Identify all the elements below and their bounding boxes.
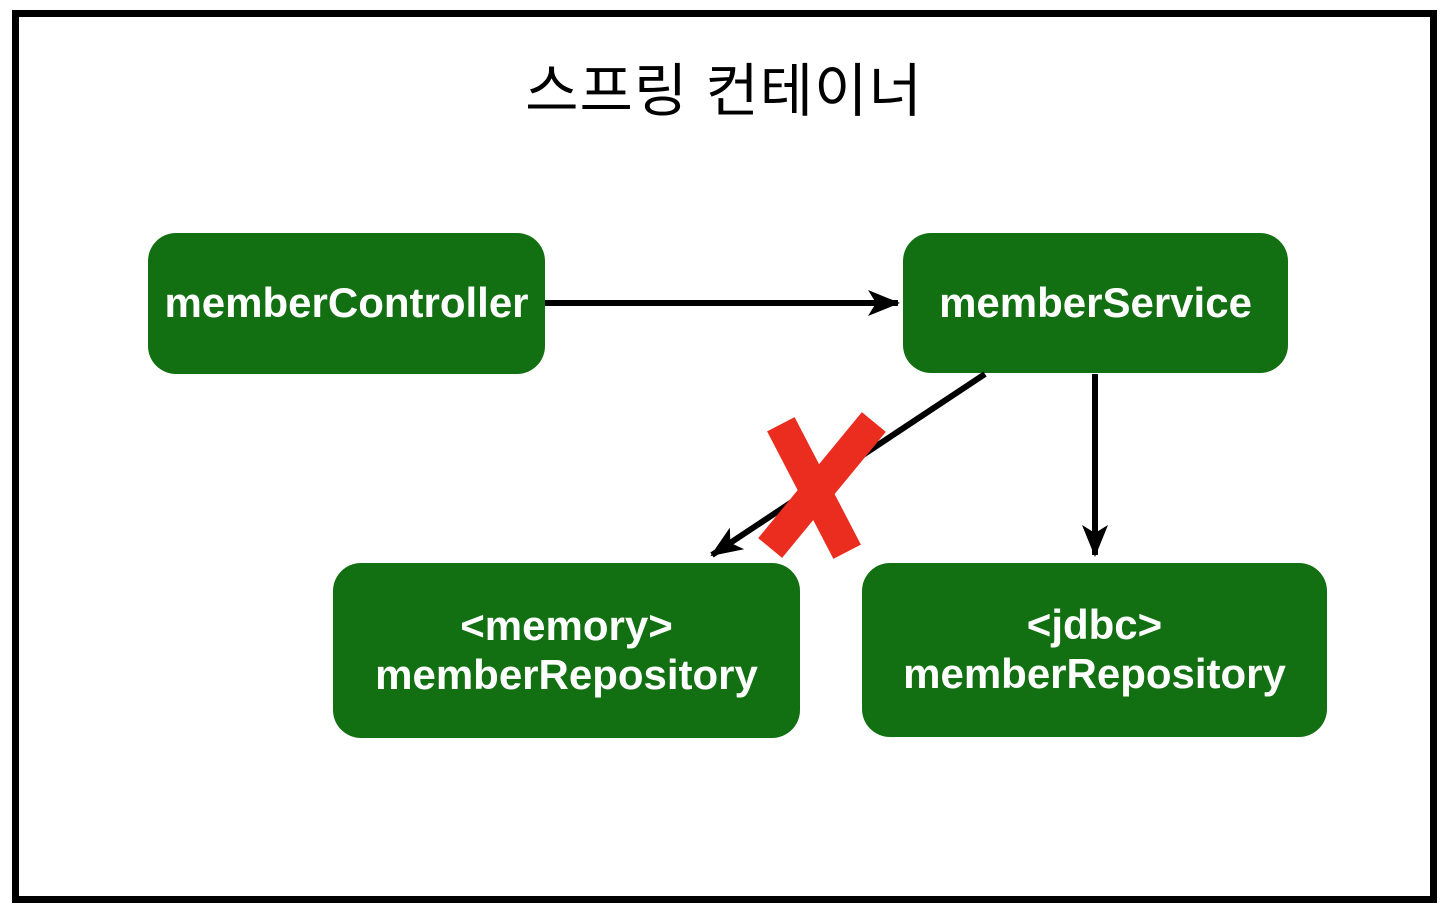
node-jdbc-member-repository-label: memberRepository (903, 650, 1286, 697)
node-member-controller-label: memberController (164, 279, 529, 327)
spring-container-title: 스프링 컨테이너 (525, 59, 923, 124)
node-memory-member-repository-stereotype: <memory> (460, 601, 673, 649)
node-member-service-label: memberService (939, 278, 1252, 326)
node-jdbc-member-repository: <jdbc> memberRepository (862, 563, 1327, 737)
node-memory-member-repository-label: memberRepository (375, 650, 758, 698)
node-jdbc-member-repository-stereotype: <jdbc> (1026, 601, 1163, 649)
spring-container-frame (12, 10, 1437, 903)
node-member-controller: memberController (148, 233, 545, 374)
node-memory-member-repository: <memory> memberRepository (333, 563, 800, 738)
node-member-service: memberService (903, 233, 1288, 373)
